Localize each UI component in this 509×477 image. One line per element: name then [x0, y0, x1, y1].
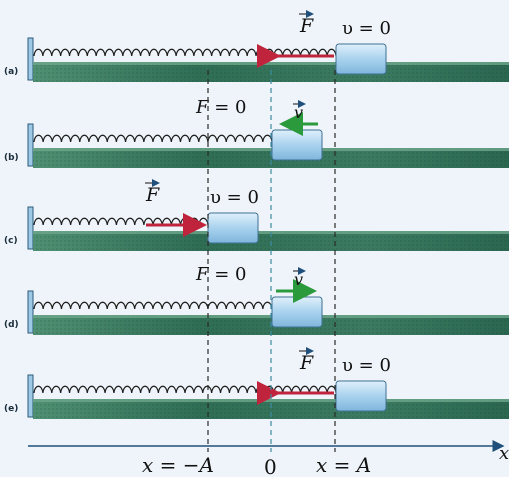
track-texture — [33, 399, 509, 419]
label-minus-a: x = −A — [142, 453, 214, 477]
panel-4: (d) F = 0 v — [4, 264, 509, 335]
block — [335, 380, 387, 412]
panel-2: (b) F = 0 v — [4, 97, 509, 168]
force-label: F = 0 — [195, 97, 246, 118]
wall — [27, 374, 34, 418]
force-label: F — [299, 15, 314, 37]
force-label: F = 0 — [195, 264, 246, 285]
track-edge — [33, 399, 509, 402]
block — [271, 296, 323, 328]
velocity-label: υ = 0 — [342, 18, 391, 39]
panel-tag: (b) — [4, 153, 19, 163]
velocity-label: υ = 0 — [210, 187, 259, 208]
velocity-label: υ = 0 — [342, 355, 391, 376]
panel-tag: (d) — [4, 320, 19, 330]
panel-tag: (c) — [4, 236, 18, 246]
wall — [27, 206, 34, 250]
block — [335, 43, 387, 75]
force-label: F — [299, 352, 314, 374]
wall — [27, 123, 34, 167]
spring — [33, 385, 337, 394]
label-origin: 0 — [264, 455, 277, 477]
label-a: x = A — [316, 453, 371, 477]
block — [271, 129, 323, 161]
x-axis-label: x — [499, 443, 509, 464]
panel-tag: (a) — [4, 67, 18, 77]
track-edge — [33, 148, 509, 151]
track-edge — [33, 62, 509, 65]
wall — [27, 37, 34, 81]
spring — [33, 48, 337, 57]
force-label: F — [145, 184, 160, 206]
spring — [33, 134, 273, 143]
wall — [27, 290, 34, 334]
spring — [33, 301, 273, 310]
track-texture — [33, 148, 509, 168]
panel-tag: (e) — [4, 404, 18, 414]
block — [207, 212, 259, 244]
velocity-label: v — [294, 270, 303, 289]
velocity-label: v — [294, 103, 303, 122]
spring — [33, 217, 209, 226]
